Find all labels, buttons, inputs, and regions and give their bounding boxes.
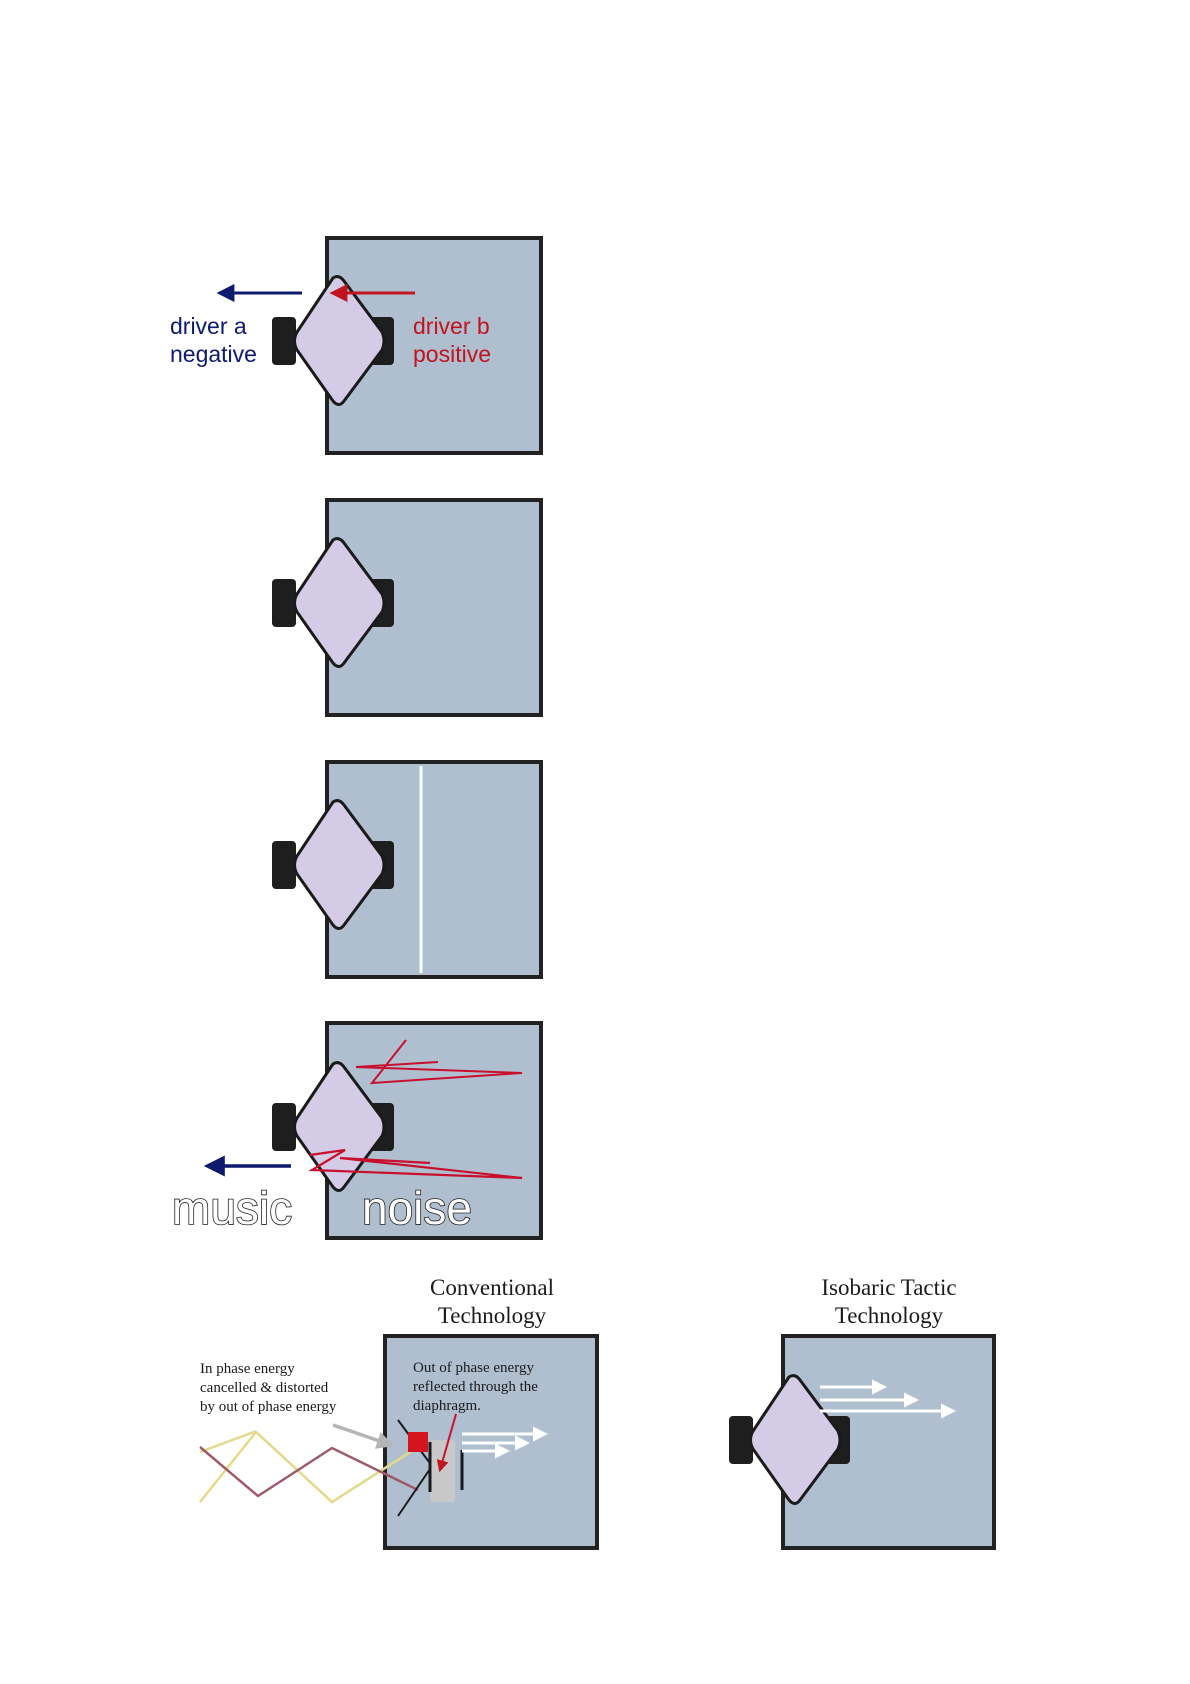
driver-red-block — [408, 1432, 428, 1452]
panel-driver-divider — [272, 762, 541, 977]
in-phase-note-line2: cancelled & distorted — [200, 1380, 329, 1396]
conventional-title-line2: Technology — [438, 1303, 547, 1328]
magnet-left — [272, 841, 296, 889]
out-of-phase-note-line3: diaphragm. — [413, 1398, 481, 1414]
panel-conventional-technology: Conventional Technology In phase energy … — [200, 1275, 597, 1548]
magnet-left — [272, 317, 296, 365]
driver-b-label-line2: positive — [413, 341, 491, 367]
panel-music-noise: music noise — [172, 1023, 541, 1238]
driver-a-label-line1: driver a — [170, 313, 247, 339]
pointer-arrow — [333, 1425, 391, 1445]
panel-isobaric-technology: Isobaric Tactic Technology — [729, 1275, 994, 1548]
panel-driver-polarity: driver a negative driver b positive — [170, 238, 541, 453]
magnet-left — [272, 1103, 296, 1151]
panel-driver-plain — [272, 500, 541, 715]
in-phase-note-line3: by out of phase energy — [200, 1399, 337, 1415]
out-of-phase-note-line2: reflected through the — [413, 1379, 538, 1395]
music-label: music — [172, 1182, 292, 1234]
voice-coil — [430, 1440, 455, 1502]
noise-label: noise — [362, 1182, 472, 1234]
isobaric-title-line1: Isobaric Tactic — [821, 1275, 956, 1300]
magnet-left — [272, 579, 296, 627]
driver-b-label-line1: driver b — [413, 313, 490, 339]
in-phase-note-line1: In phase energy — [200, 1361, 295, 1377]
conventional-title-line1: Conventional — [430, 1275, 554, 1300]
out-of-phase-note-line1: Out of phase energy — [413, 1360, 534, 1376]
driver-a-label-line2: negative — [170, 341, 257, 367]
isobaric-title-line2: Technology — [835, 1303, 944, 1328]
